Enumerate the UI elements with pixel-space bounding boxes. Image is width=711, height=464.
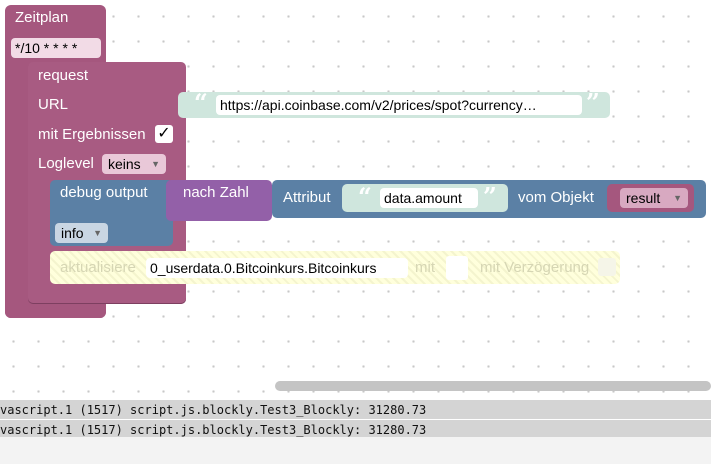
result-variable-value: result [626, 190, 661, 206]
dropdown-arrow-icon: ▼ [93, 228, 102, 238]
debug-level-dropdown[interactable]: info ▼ [55, 223, 108, 243]
schedule-cron-field[interactable]: */10 * * * * [11, 38, 101, 58]
dropdown-arrow-icon: ▼ [673, 193, 682, 203]
debug-output-label: debug output [60, 184, 148, 201]
state-id-input[interactable]: 0_userdata.0.Bitcoinkurs.Bitcoinkurs [146, 258, 408, 278]
results-checkbox[interactable]: ✓ [155, 125, 173, 143]
debug-level-value: info [61, 225, 84, 241]
close-quote-icon: ” [483, 182, 497, 211]
object-label: vom Objekt [518, 189, 594, 206]
close-quote-icon: ” [586, 88, 600, 117]
to-number-block[interactable] [166, 180, 272, 221]
log-line: vascript.1 (1517) script.js.blockly.Test… [0, 400, 711, 420]
with-label: mit [415, 259, 435, 276]
open-quote-icon: “ [358, 182, 372, 211]
horizontal-scrollbar[interactable] [275, 381, 711, 391]
url-input[interactable]: https://api.coinbase.com/v2/prices/spot?… [216, 95, 582, 115]
log-panel-footer [0, 437, 711, 464]
url-label: URL [38, 96, 69, 113]
schedule-bottom-bar [5, 303, 106, 318]
dropdown-arrow-icon: ▼ [151, 159, 160, 169]
log-line: vascript.1 (1517) script.js.blockly.Test… [0, 419, 711, 440]
update-state-block[interactable] [50, 251, 620, 284]
attribute-label: Attribut [283, 189, 331, 206]
update-label: aktualisiere [60, 259, 136, 276]
delay-checkbox[interactable] [598, 258, 616, 276]
schedule-title: Zeitplan [15, 9, 69, 26]
blockly-workspace[interactable]: Zeitplan */10 * * * * request URL “ http… [0, 0, 711, 400]
loglevel-dropdown[interactable]: keins ▼ [102, 154, 166, 174]
attribute-input[interactable]: data.amount [380, 188, 478, 208]
request-title: request [38, 67, 89, 84]
value-slot[interactable] [446, 256, 468, 280]
results-label: mit Ergebnissen [38, 126, 146, 143]
result-variable-dropdown[interactable]: result ▼ [620, 188, 688, 208]
delay-label: mit Verzögerung [480, 259, 590, 276]
open-quote-icon: “ [194, 88, 208, 117]
to-number-label: nach Zahl [183, 184, 249, 201]
loglevel-label: Loglevel [38, 155, 94, 172]
loglevel-value: keins [108, 156, 141, 172]
